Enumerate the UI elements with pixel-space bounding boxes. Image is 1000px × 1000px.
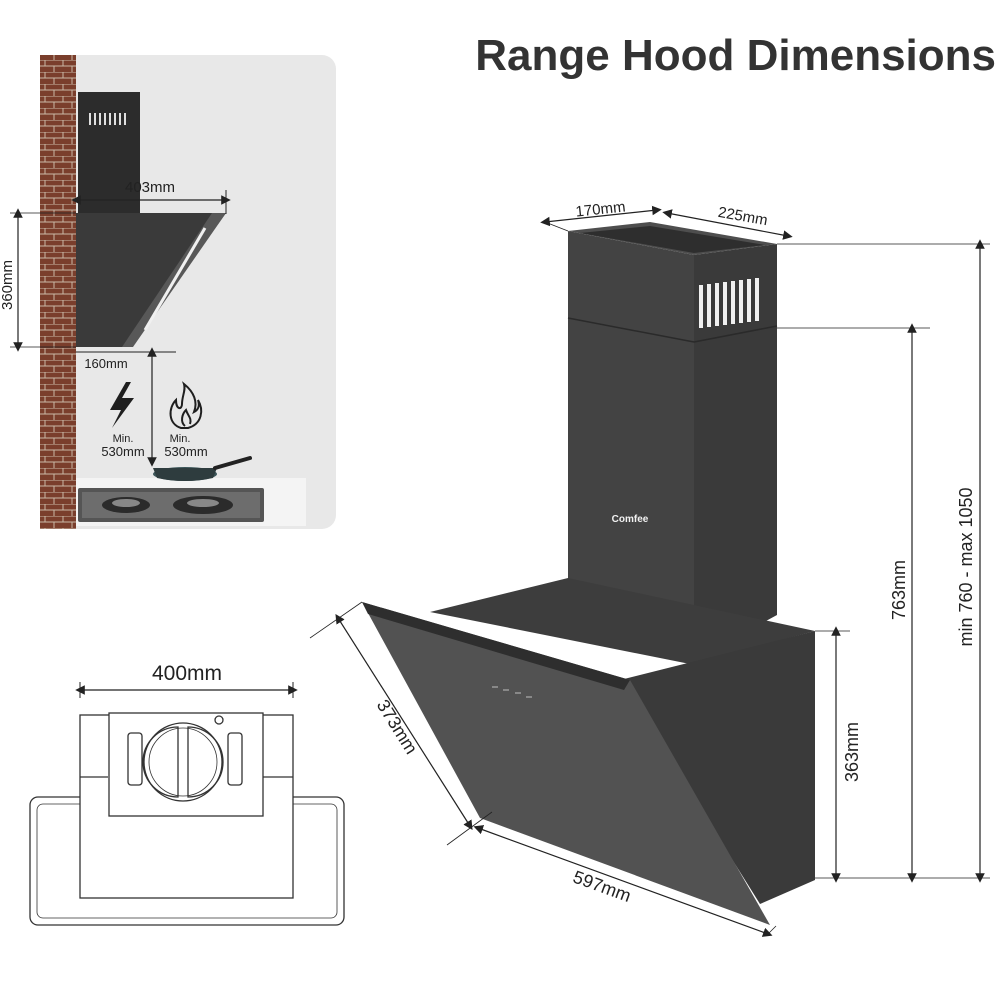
body-height-label: 363mm <box>842 722 862 782</box>
flame-icon <box>169 381 203 429</box>
brick-wall <box>40 55 76 529</box>
chimney-height-label: 763mm <box>889 560 909 620</box>
main-hood: Comfee <box>362 222 815 925</box>
gas-burner-icon <box>78 488 264 522</box>
side-width-label: 403mm <box>125 179 175 196</box>
electric-bolt-icon <box>110 382 134 428</box>
side-hood <box>76 92 226 347</box>
electric-clearance-prefix: Min. <box>113 433 134 445</box>
electric-clearance-value: 530mm <box>101 444 144 459</box>
main-dimensions <box>309 205 990 937</box>
touch-controls <box>492 686 532 698</box>
total-height-label: min 760 - max 1050 <box>956 487 976 646</box>
side-view-panel: 403mm 360mm 160mm Min. 530mm Min. 530mm <box>0 55 336 529</box>
gas-clearance-value: 530mm <box>164 444 207 459</box>
fan-motor-icon <box>127 715 243 802</box>
brand-logo: Comfee <box>612 514 649 525</box>
side-height-label: 360mm <box>0 260 16 310</box>
side-depth-label: 160mm <box>84 356 127 371</box>
gas-clearance-prefix: Min. <box>170 433 191 445</box>
top-view <box>29 712 345 926</box>
top-width-label: 400mm <box>152 662 222 685</box>
page-title: Range Hood Dimensions <box>475 31 996 80</box>
chimney-duct <box>568 231 694 660</box>
glass-depth-label: 373mm <box>373 696 422 758</box>
duct-vent-slots <box>699 278 759 328</box>
duct-width-label: 225mm <box>717 204 769 229</box>
width-label: 597mm <box>570 867 633 906</box>
frying-pan-icon <box>153 456 252 481</box>
duct-depth-label: 170mm <box>575 198 627 220</box>
